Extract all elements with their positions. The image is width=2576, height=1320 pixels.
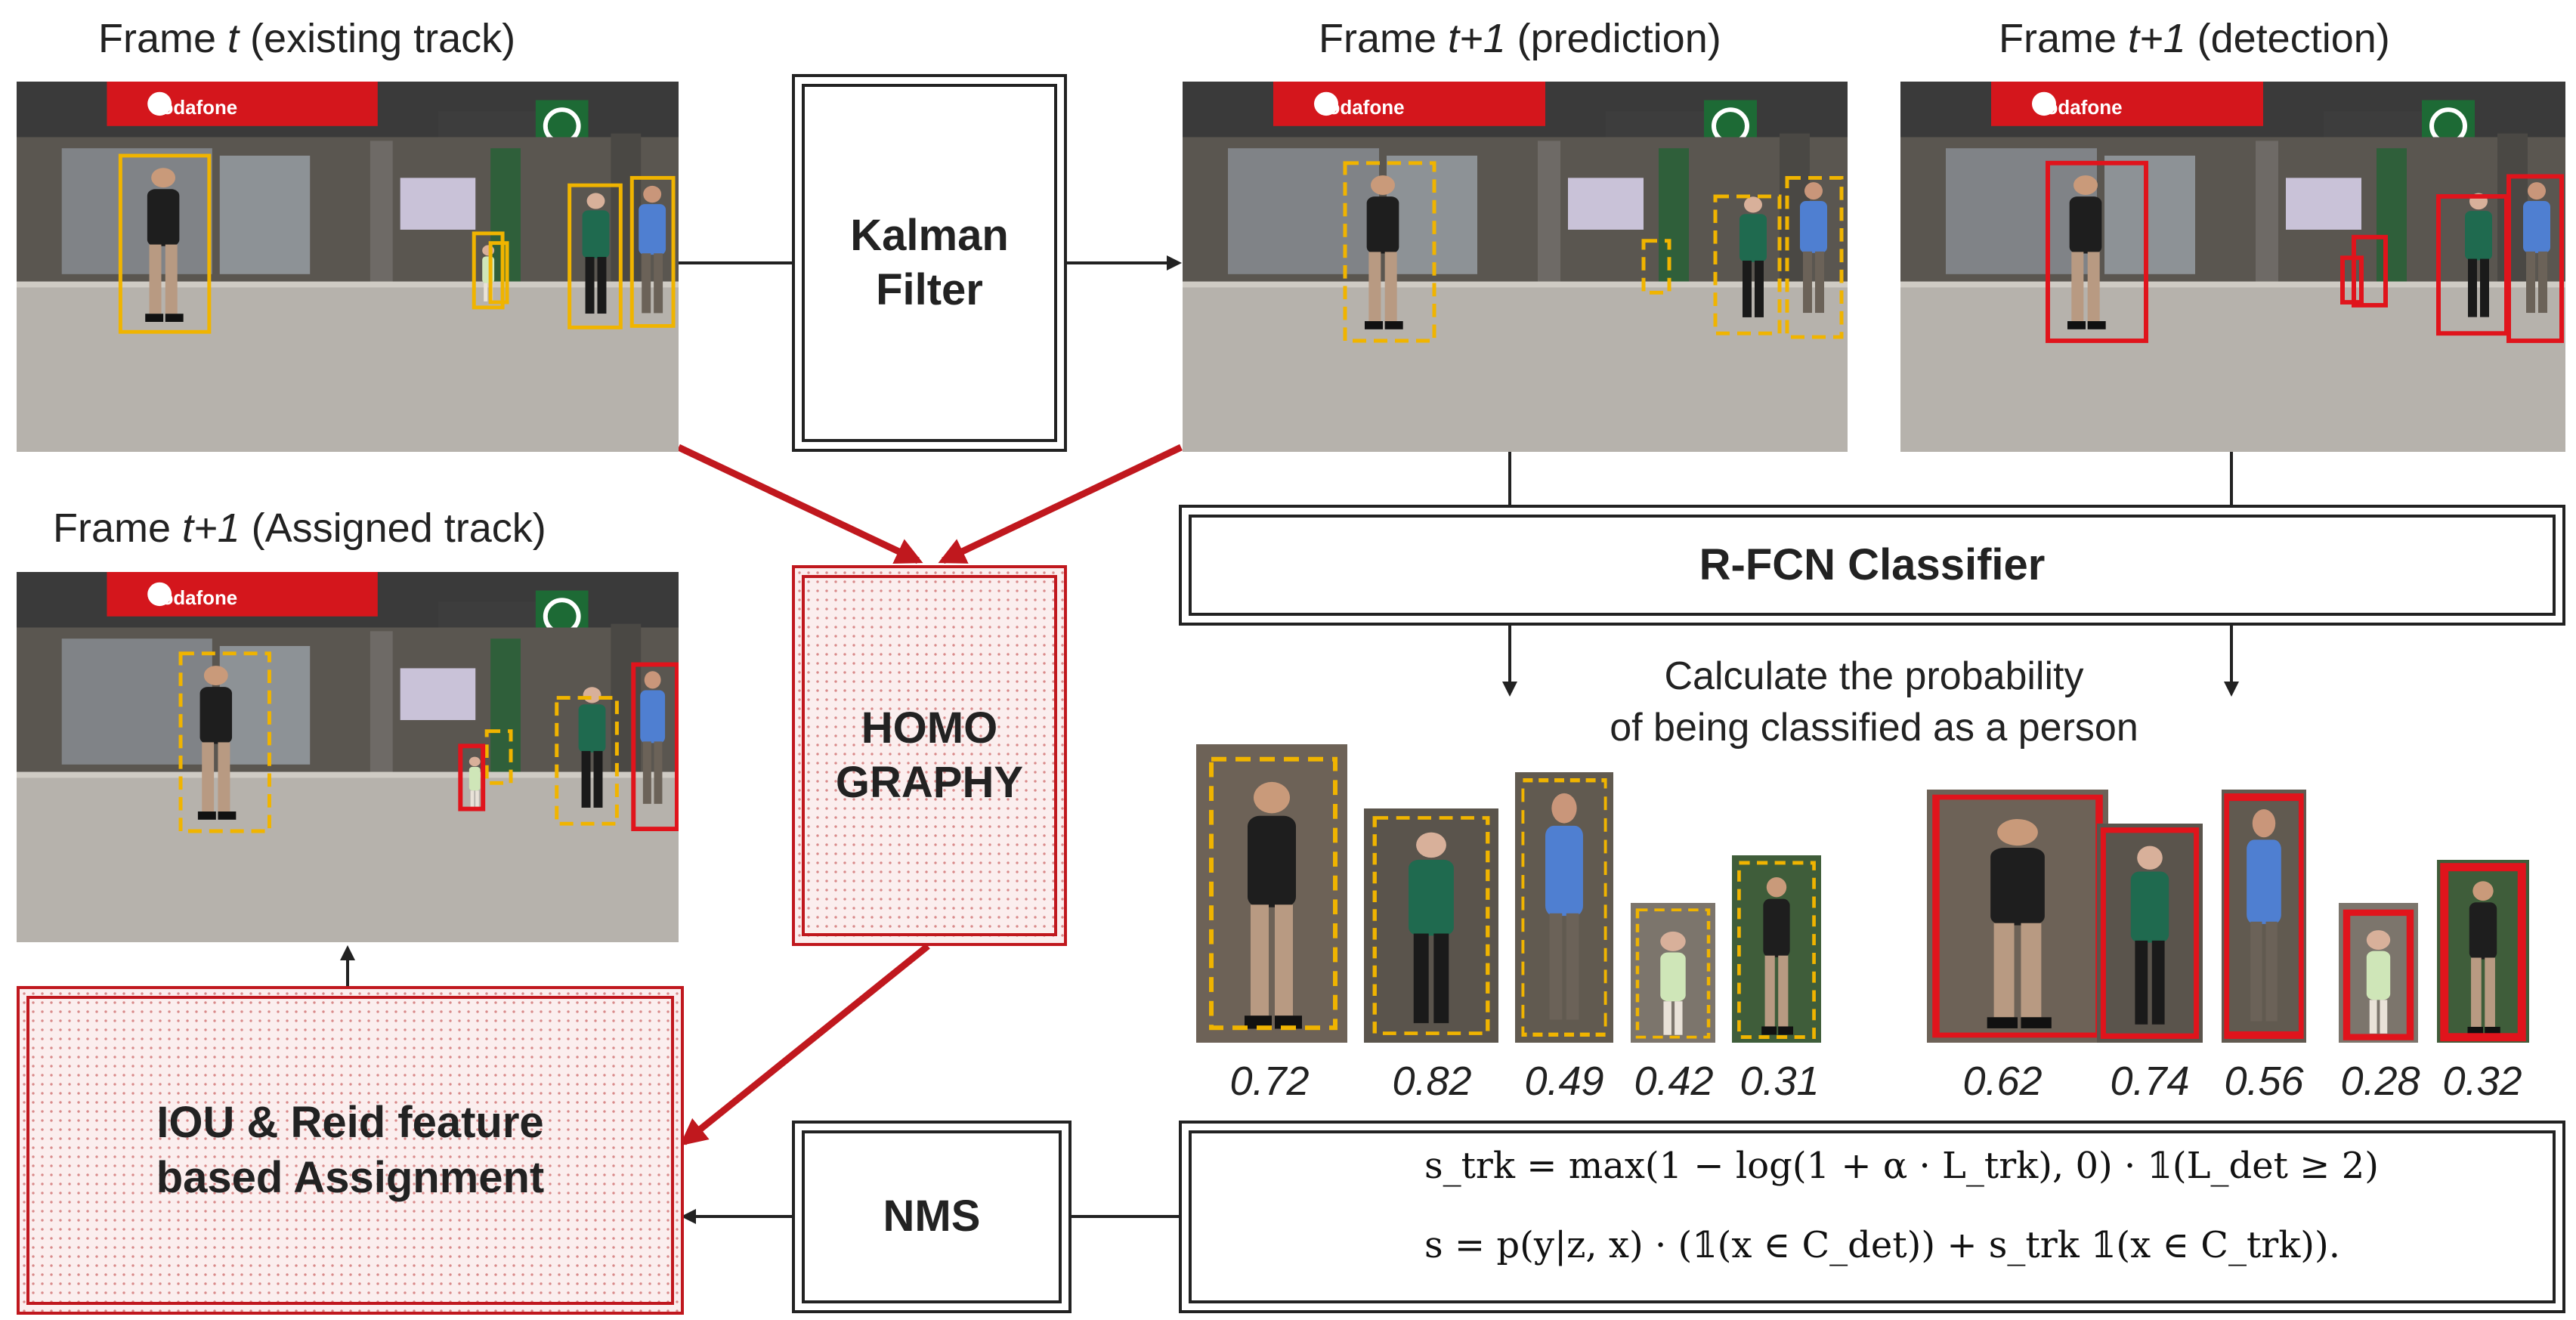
prediction-crop bbox=[1631, 903, 1715, 1043]
photo-frame-t1-detection: vodafone bbox=[1900, 82, 2565, 452]
score-prediction-2: 0.82 bbox=[1364, 1058, 1500, 1105]
homography-line-2: GRAPHY bbox=[836, 756, 1023, 811]
prediction-crop bbox=[1364, 808, 1498, 1043]
caption-line-2: of being classified as a person bbox=[1549, 703, 2199, 754]
title-frame-t: Frame t (existing track) bbox=[98, 15, 515, 62]
score-detection-3: 0.56 bbox=[2196, 1058, 2332, 1105]
prediction-crop bbox=[1515, 772, 1613, 1043]
brand-sign-text: vodafone bbox=[1317, 97, 1405, 119]
detection-crop bbox=[2339, 903, 2418, 1043]
photo-frame-t: vodafone bbox=[17, 82, 679, 452]
detection-crop bbox=[1927, 790, 2108, 1043]
brand-sign-text: vodafone bbox=[150, 588, 237, 609]
photo-frame-t1-assigned: vodafone bbox=[17, 572, 679, 942]
probability-caption: Calculate the probability of being class… bbox=[1549, 651, 2199, 753]
kalman-line-2: Filter bbox=[850, 263, 1009, 318]
brand-sign-text: vodafone bbox=[2035, 97, 2123, 119]
title-frame-t1-prediction: Frame t+1 (prediction) bbox=[1319, 15, 1721, 62]
formula-line-2: s = p(y|z, x) · (𝟙(x ∈ C_det)) + s_trk 𝟙… bbox=[1424, 1224, 2340, 1266]
brand-sign-text: vodafone bbox=[150, 97, 237, 119]
assignment-box: IOU & Reid feature based Assignment bbox=[17, 986, 684, 1315]
detection-crop bbox=[2437, 860, 2529, 1043]
nms-box: NMS bbox=[792, 1121, 1072, 1313]
detection-crop bbox=[2097, 824, 2203, 1043]
formula-line-1: s_trk = max(1 − log(1 + α · L_trk), 0) ·… bbox=[1424, 1145, 2379, 1187]
assignment-line-1: IOU & Reid feature bbox=[156, 1096, 545, 1151]
score-detection-1: 0.62 bbox=[1934, 1058, 2070, 1105]
title-frame-t1-detection: Frame t+1 (detection) bbox=[1999, 15, 2390, 62]
score-prediction-5: 0.31 bbox=[1712, 1058, 1848, 1105]
rfcn-classifier-box: R-FCN Classifier bbox=[1179, 505, 2565, 626]
photo-frame-t1-prediction: vodafone bbox=[1183, 82, 1848, 452]
kalman-line-1: Kalman bbox=[850, 209, 1009, 264]
prediction-crop bbox=[1732, 855, 1821, 1043]
red-arrow-homography-to-assignment bbox=[684, 946, 928, 1142]
caption-line-1: Calculate the probability bbox=[1549, 651, 2199, 703]
kalman-filter-box: Kalman Filter bbox=[792, 74, 1067, 452]
assignment-line-2: based Assignment bbox=[156, 1151, 545, 1206]
detection-crop bbox=[2222, 790, 2306, 1043]
title-frame-t1-assigned: Frame t+1 (Assigned track) bbox=[53, 505, 546, 552]
prediction-crop bbox=[1196, 744, 1347, 1043]
red-arrow-prediction-to-homography bbox=[943, 447, 1181, 561]
score-detection-5: 0.32 bbox=[2414, 1058, 2550, 1105]
homography-line-1: HOMO bbox=[836, 701, 1023, 756]
score-prediction-1: 0.72 bbox=[1201, 1058, 1337, 1105]
homography-box: HOMO GRAPHY bbox=[792, 565, 1067, 946]
red-arrow-frame-to-homography bbox=[679, 447, 918, 561]
